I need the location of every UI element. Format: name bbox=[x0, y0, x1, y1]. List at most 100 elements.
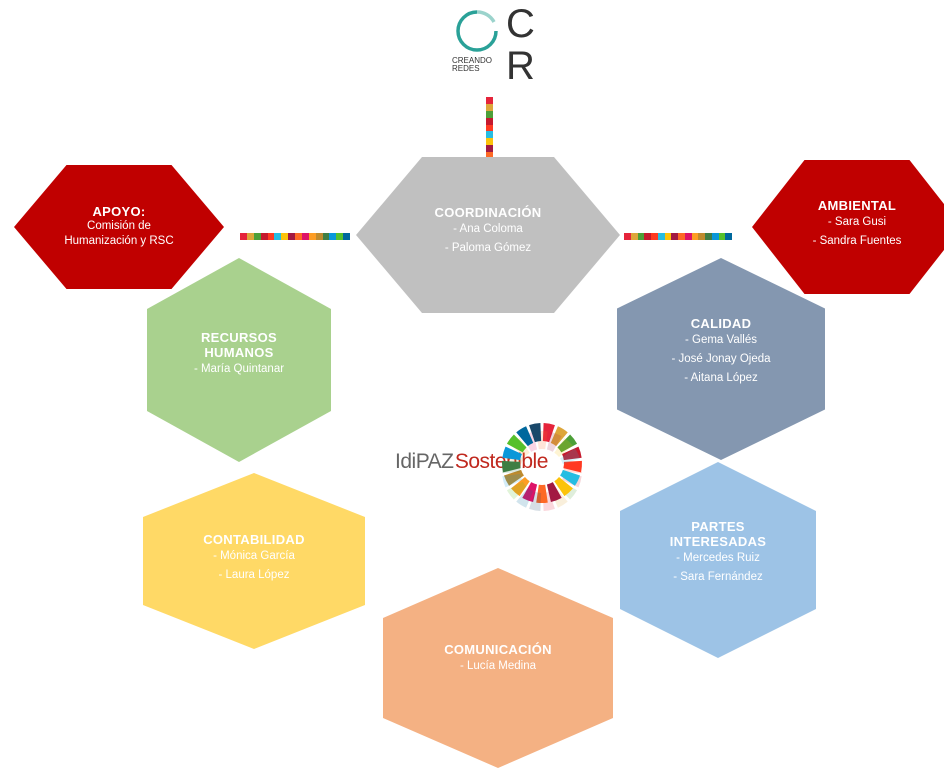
brand-paz: PAZ bbox=[415, 450, 454, 473]
logo-letter-r: R bbox=[506, 44, 535, 88]
connector-stripe bbox=[486, 124, 493, 132]
connector-stripe bbox=[301, 233, 309, 240]
hexagon-apoyo: APOYO: Comisión de Humanización y RSC bbox=[14, 165, 224, 289]
connector-stripe bbox=[698, 233, 705, 240]
connector-stripe bbox=[246, 233, 254, 240]
calidad-member: - José Jonay Ojeda bbox=[671, 353, 771, 365]
sdg-wheel-segment bbox=[542, 423, 555, 443]
ambiental-title: AMBIENTAL bbox=[817, 197, 897, 213]
comunicacion-member: - Lucía Medina bbox=[459, 660, 537, 672]
connector-stripe bbox=[486, 110, 493, 118]
left-connector bbox=[240, 233, 350, 240]
contabilidad-member: - Mónica García bbox=[213, 549, 295, 562]
sdg-wheel-reflection bbox=[516, 487, 534, 508]
vertical-connector bbox=[486, 97, 493, 160]
connector-stripe bbox=[253, 233, 261, 240]
brand-sostenible: Sostenible bbox=[454, 450, 549, 473]
contabilidad-title: CONTABILIDAD bbox=[203, 531, 305, 547]
rrhh-title: RECURSOS bbox=[200, 329, 278, 345]
sdg-wheel-reflection bbox=[560, 448, 581, 465]
sdg-wheel-segment bbox=[560, 469, 581, 486]
partes-title: PARTES bbox=[691, 519, 745, 534]
logo-letter-c: C bbox=[506, 2, 535, 46]
connector-stripe bbox=[637, 233, 645, 240]
logo-circle-icon bbox=[456, 10, 498, 52]
connector-stripe bbox=[486, 131, 493, 139]
creando-redes-logo: C R CREANDO REDES bbox=[452, 2, 542, 88]
sdg-wheel-segment bbox=[563, 460, 582, 473]
apoyo-subtitle: Comisión de bbox=[87, 219, 151, 232]
connector-stripe bbox=[260, 233, 268, 240]
connector-stripe bbox=[329, 233, 337, 240]
hexagon-coordinacion: COORDINACIÓN - Ana Coloma - Paloma Gómez bbox=[356, 157, 620, 313]
connector-stripe bbox=[315, 233, 323, 240]
right-connector bbox=[624, 233, 732, 240]
ambiental-member: - Sara Gusi bbox=[827, 215, 887, 228]
hex-bg bbox=[620, 462, 816, 658]
sdg-wheel-icon bbox=[502, 423, 582, 511]
sdg-wheel-segment bbox=[554, 476, 573, 497]
partes-title: INTERESADAS bbox=[669, 534, 767, 549]
connector-stripe bbox=[322, 233, 330, 240]
connector-stripe bbox=[691, 233, 699, 240]
sdg-wheel-segment bbox=[522, 482, 538, 502]
sdg-wheel-segment bbox=[502, 446, 522, 461]
sdg-wheel-segment bbox=[536, 484, 548, 503]
connector-stripe bbox=[274, 233, 282, 240]
partes-member: - Mercedes Ruiz bbox=[676, 552, 760, 564]
hex-bg bbox=[356, 157, 620, 313]
connector-stripe bbox=[288, 233, 295, 240]
comunicacion-title: COMUNICACIÓN bbox=[444, 642, 552, 657]
ambiental-member: - Sandra Fuentes bbox=[812, 234, 902, 247]
calidad-member: - Gema Vallés bbox=[684, 334, 757, 346]
brand-idi: Idi bbox=[395, 450, 416, 473]
sdg-wheel-segment bbox=[511, 476, 530, 497]
sdg-wheel-segment bbox=[503, 469, 524, 486]
connector-stripe bbox=[630, 233, 638, 240]
connector-stripe bbox=[486, 97, 493, 104]
sdg-wheel-segment bbox=[550, 426, 568, 447]
hexagon-partes-interesadas: PARTES INTERESADAS - Mercedes Ruiz - Sar… bbox=[620, 462, 816, 658]
connector-stripe bbox=[308, 233, 316, 240]
connector-stripe bbox=[486, 138, 493, 146]
sdg-wheel-reflection bbox=[563, 461, 582, 474]
connector-stripe bbox=[684, 233, 692, 240]
hexagon-contabilidad: CONTABILIDAD - Mónica García - Laura Lóp… bbox=[143, 473, 365, 649]
calidad-title: CALIDAD bbox=[690, 316, 752, 331]
rrhh-title: HUMANOS bbox=[204, 344, 274, 360]
coordinacion-member: - Paloma Gómez bbox=[444, 241, 532, 254]
apoyo-title: APOYO: bbox=[92, 203, 146, 219]
logo-text-line1: CREANDO bbox=[452, 56, 493, 65]
idipaz-sostenible-logo: IdiPAZ Sostenible bbox=[395, 420, 590, 550]
connector-stripe bbox=[486, 117, 493, 125]
contabilidad-member: - Laura López bbox=[218, 568, 290, 581]
hexagon-comunicacion: COMUNICACIÓN - Lucía Medina bbox=[383, 568, 613, 768]
sdg-wheel-reflection bbox=[506, 481, 527, 500]
connector-stripe bbox=[295, 233, 302, 240]
logo-text-line2: REDES bbox=[452, 64, 480, 73]
coordinacion-member: - Ana Coloma bbox=[453, 222, 523, 235]
rrhh-member: - María Quintanar bbox=[193, 362, 285, 375]
brand-text: IdiPAZ Sostenible bbox=[395, 450, 548, 474]
connector-stripe bbox=[336, 233, 344, 240]
connector-stripe bbox=[267, 233, 275, 240]
sdg-wheel-reflection bbox=[554, 437, 573, 458]
connector-stripe bbox=[718, 233, 726, 240]
sdg-wheel-segment bbox=[516, 426, 534, 447]
connector-stripe bbox=[624, 233, 631, 240]
connector-stripe bbox=[664, 233, 672, 240]
partes-member: - Sara Fernández bbox=[673, 571, 763, 583]
hex-bg bbox=[617, 258, 825, 460]
sdg-wheel-reflection bbox=[502, 461, 521, 474]
calidad-member: - Aitana López bbox=[684, 372, 758, 384]
connector-stripe bbox=[644, 233, 651, 240]
sdg-wheel-segment bbox=[502, 460, 521, 473]
connector-stripe bbox=[486, 103, 493, 111]
connector-stripe bbox=[711, 233, 719, 240]
sdg-wheel-reflection bbox=[546, 432, 562, 452]
connector-stripe bbox=[343, 233, 350, 240]
sdg-wheel-segment bbox=[506, 434, 527, 453]
connector-stripe bbox=[678, 233, 685, 240]
apoyo-subtitle: Humanización y RSC bbox=[64, 234, 174, 247]
sdg-wheel-reflection bbox=[529, 491, 542, 511]
